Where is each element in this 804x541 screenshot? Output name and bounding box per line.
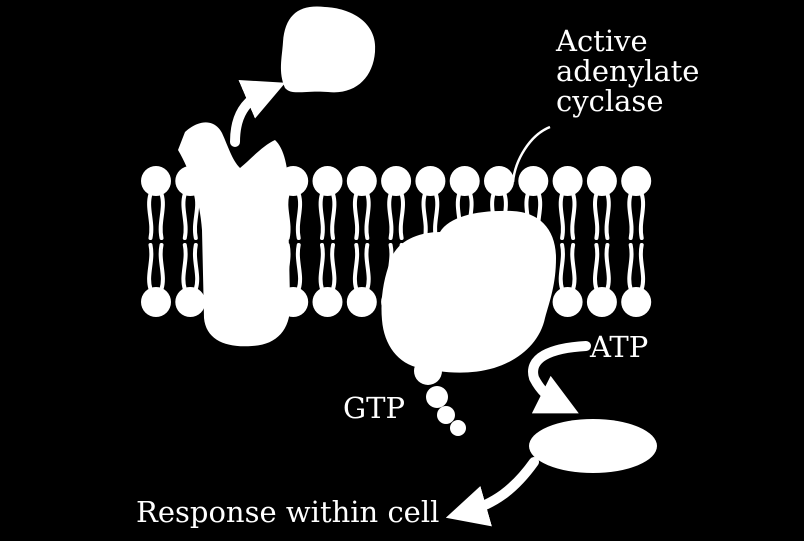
lipid-head-top [449,166,480,196]
lipid-tail-bottom [570,243,577,291]
lipid-tail-bottom [330,243,337,291]
lipid-tail-top [558,192,565,240]
lipid-head-top [415,166,446,196]
lipid-head-top [621,166,652,196]
lipid-tail-top [421,192,428,240]
cyclase-label-leader-line [511,125,551,183]
lipid-tail-top [387,192,394,240]
response-arrow [445,457,539,527]
gtp-label: GTP [343,391,406,425]
lipid-tail-bottom [147,243,154,291]
lipid-tail-bottom [158,243,165,291]
lipid-tail-bottom [627,243,634,291]
lipid-tail-top [181,192,188,240]
lipid-tail-top [330,192,337,240]
lipid-tail-top [295,192,303,240]
lipid-tail-top [638,192,646,240]
lipid-tail-bottom [352,243,360,291]
lipid-tail-top [352,192,360,240]
lipid-tail-bottom [181,243,188,291]
lipid-head-top [484,166,514,196]
lipid-head-bottom [586,287,617,317]
lipid-tail-top [158,192,165,240]
lipid-tail-top [147,192,154,240]
lipid-head-top [552,166,583,196]
atp-label: ATP [590,330,649,364]
lipid-tail-top [593,192,600,240]
ligand-release-arrow [230,79,286,147]
lipid-tail-top [604,192,611,240]
released-ligand [280,6,376,93]
adenylate-cyclase-enzyme [381,210,556,373]
g-protein-subunit-chain [414,357,466,436]
label-line: adenylate [556,54,700,88]
lipid-head-top [141,166,171,196]
lipid-tail-bottom [295,243,303,291]
receptor-protein [178,122,291,347]
lipid-head-bottom [141,287,171,317]
lipid-head-top [312,166,343,196]
lipid-tail-bottom [318,243,325,291]
lipid-tail-top [570,192,577,240]
lipid-head-top [518,166,549,196]
atp-conversion-arrow [528,341,591,414]
lipid-tail-bottom [364,243,371,291]
camp-product [529,419,657,473]
lipid-head-top [381,166,412,196]
lipid-head-bottom [312,287,343,317]
lipid-head-bottom [346,287,377,317]
lipid-head-bottom [621,287,652,317]
lipid-tail-top [364,192,371,240]
lipid-head-top [346,166,377,196]
response-label: Response within cell [136,495,440,529]
lipid-head-bottom [175,287,206,317]
lipid-tail-bottom [638,243,646,291]
lipid-tail-top [318,192,325,240]
label-line: cyclase [556,84,664,118]
lipid-tail-top [433,192,440,240]
lipid-head-bottom [552,287,583,317]
lipid-tail-bottom [193,243,200,291]
lipid-tail-bottom [593,243,600,291]
label-line: Active [556,24,648,58]
lipid-tail-bottom [558,243,565,291]
lipid-tail-top [627,192,634,240]
lipid-head-top [586,166,617,196]
lipid-tail-top [193,192,200,240]
lipid-tail-bottom [604,243,611,291]
lipid-tail-top [398,192,405,240]
active-adenylate-cyclase-label: Active adenylate cyclase [556,26,699,116]
